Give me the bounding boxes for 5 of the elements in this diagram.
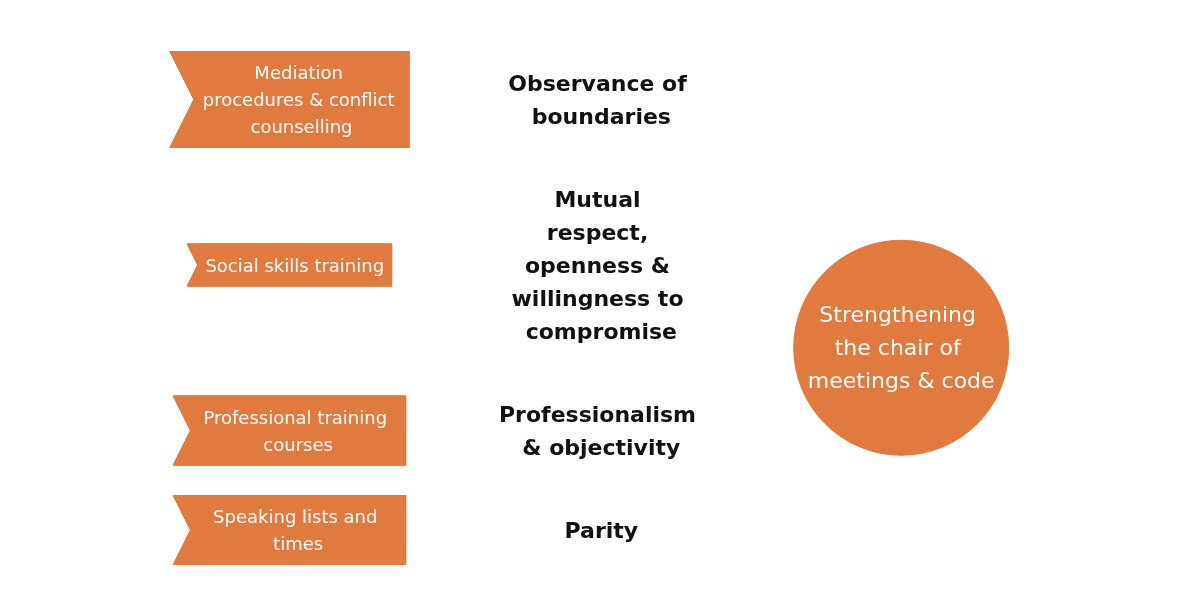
node-circle: Strengthening the chair of meetings & code <box>793 239 1010 456</box>
node-text: Parity <box>564 517 639 543</box>
node-text: Mutual respect, openness & willingness to compromise <box>511 186 684 344</box>
node-text: Professionalism & objectivity <box>499 401 697 460</box>
node-text: Observance of boundaries <box>508 70 687 129</box>
